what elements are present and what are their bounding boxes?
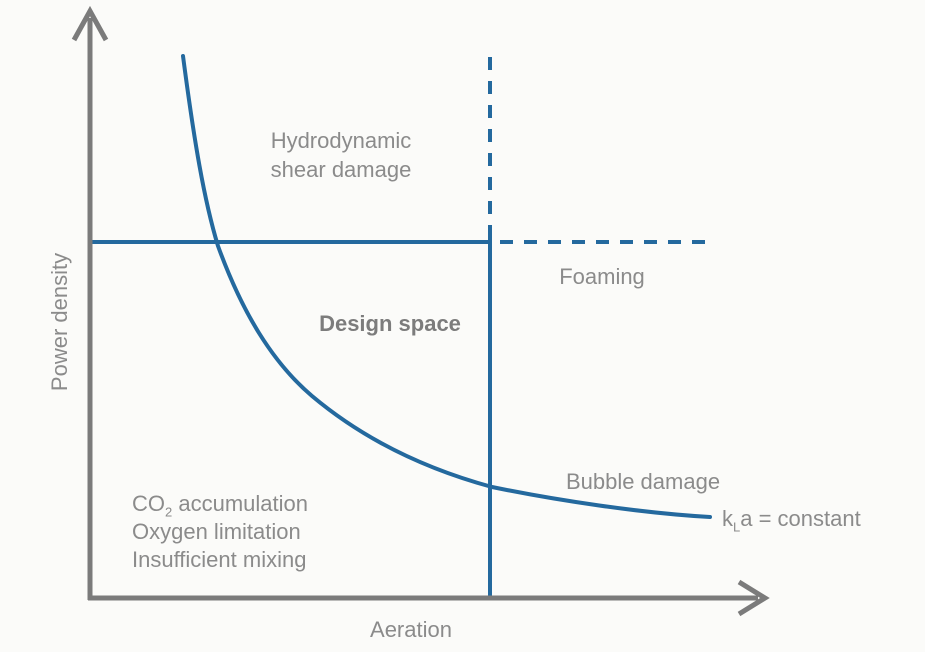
- hydrodynamic-shear-line2: shear damage: [270, 157, 412, 182]
- foaming-label: Foaming: [559, 264, 645, 289]
- y-axis-label: Power density: [47, 252, 72, 392]
- x-axis-label: Aeration: [370, 617, 452, 642]
- co2-subscript-2: 2: [165, 504, 173, 520]
- co2-accumulation-label: CO2 accumulation: [132, 490, 308, 518]
- co2-prefix-text: CO: [132, 491, 165, 516]
- oxygen-limitation-label: Oxygen limitation: [132, 519, 301, 544]
- bubble-damage-label: Bubble damage: [565, 469, 721, 494]
- kla-subscript-l: L: [733, 519, 741, 535]
- y-axis-arrowhead-icon: [71, 5, 109, 42]
- kla-constant-curve: [181, 54, 712, 519]
- hydrodynamic-shear-line1: Hydrodynamic: [270, 128, 412, 153]
- x-axis-arrowhead-icon: [737, 579, 770, 617]
- co2-rest-text: accumulation: [172, 491, 308, 516]
- kla-constant-label: kLa = constant: [722, 504, 861, 533]
- lower-left-limits-label: CO2 accumulation Oxygen limitation Insuf…: [132, 490, 308, 574]
- insufficient-mixing-label: Insufficient mixing: [132, 547, 307, 572]
- design-space-label: Design space: [319, 311, 461, 336]
- kla-k-text: k: [722, 506, 733, 531]
- kla-rest-text: a = constant: [740, 506, 861, 531]
- hydrodynamic-shear-label: Hydrodynamic shear damage: [271, 126, 412, 184]
